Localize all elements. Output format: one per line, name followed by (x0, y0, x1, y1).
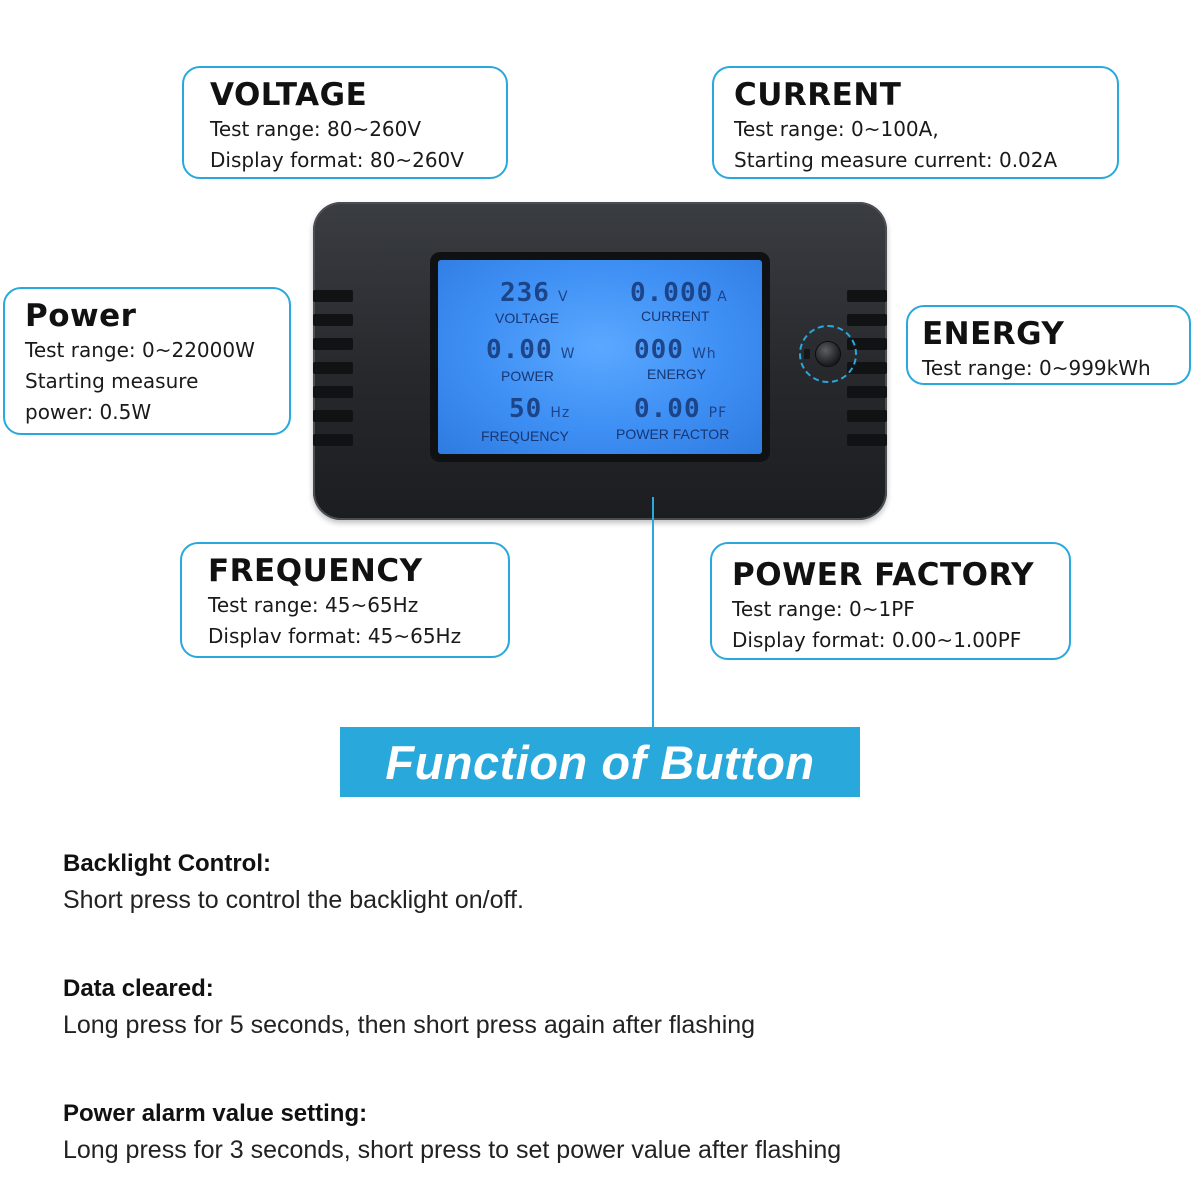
lcd-current-unit: A (717, 289, 728, 305)
function-title: Power alarm value setting: (63, 1100, 368, 1127)
current-callout-line: Test range: 0~100A, (734, 117, 939, 141)
vent-slot (313, 386, 353, 398)
function-item: Data cleared: Long press for 5 seconds, … (63, 975, 755, 1040)
connector-line (652, 497, 654, 727)
vent-slot (313, 338, 353, 350)
indicator-led (804, 349, 810, 359)
current-callout-line: Starting measure current: 0.02A (734, 148, 1058, 172)
power-factor-callout-title: POWER FACTORY (732, 557, 1035, 593)
function-button[interactable] (816, 342, 840, 366)
function-description: Long press for 5 seconds, then short pre… (63, 1011, 756, 1039)
vent-slot (313, 314, 353, 326)
vent-slot (847, 386, 887, 398)
lcd-power-unit: W (560, 346, 576, 362)
function-button-highlight (799, 325, 857, 383)
frequency-callout-title: FREQUENCY (208, 553, 423, 589)
lcd-current-label: CURRENT (641, 308, 710, 324)
function-item: Backlight Control: Short press to contro… (63, 850, 524, 915)
vent-slot (313, 362, 353, 374)
lcd-frequency-unit: Hz (550, 405, 571, 421)
vent-slot (313, 434, 353, 446)
function-item: Power alarm value setting: Long press fo… (63, 1100, 841, 1165)
power-factor-callout-line: Test range: 0~1PF (732, 597, 915, 621)
vent-slot (847, 338, 887, 350)
vent-slot (847, 362, 887, 374)
frequency-callout-line: Test range: 45~65Hz (208, 593, 419, 617)
vent-slot (847, 290, 887, 302)
voltage-callout: VOLTAGE Test range: 80~260V Display form… (182, 66, 508, 179)
power-callout: Power Test range: 0~22000W Starting meas… (3, 287, 291, 435)
vent-slot (313, 290, 353, 302)
vent-slot (847, 410, 887, 422)
power-factor-callout-line: Display format: 0.00~1.00PF (732, 628, 1022, 652)
voltage-callout-line: Display format: 80~260V (210, 148, 464, 172)
energy-callout-title: ENERGY (922, 316, 1065, 352)
lcd-power-factor-label: POWER FACTOR (616, 426, 730, 442)
current-callout: CURRENT Test range: 0~100A, Starting mea… (712, 66, 1119, 179)
frequency-callout: FREQUENCY Test range: 45~65Hz Displav fo… (180, 542, 510, 658)
lcd-power-label: POWER (501, 368, 554, 384)
lcd-energy-label: ENERGY (647, 366, 707, 382)
vent-slot (847, 434, 887, 446)
function-of-button-banner: Function of Button (340, 727, 860, 797)
lcd-voltage-label: VOLTAGE (495, 310, 560, 326)
banner-title: Function of Button (385, 735, 815, 789)
vent-slot (313, 410, 353, 422)
lcd-power-factor-unit: PF (708, 405, 728, 421)
voltage-callout-line: Test range: 80~260V (210, 117, 422, 141)
power-callout-line: Starting measure (25, 369, 199, 393)
current-callout-title: CURRENT (734, 77, 902, 113)
energy-callout: ENERGY Test range: 0~999kWh (906, 305, 1191, 385)
frequency-callout-line: Displav format: 45~65Hz (208, 624, 462, 648)
function-description: Long press for 3 seconds, short press to… (63, 1136, 842, 1164)
function-description: Short press to control the backlight on/… (63, 886, 524, 914)
power-callout-title: Power (25, 298, 137, 334)
power-factor-callout: POWER FACTORY Test range: 0~1PF Display … (710, 542, 1071, 660)
energy-callout-line: Test range: 0~999kWh (922, 356, 1151, 380)
function-title: Backlight Control: (63, 850, 271, 877)
power-callout-line: Test range: 0~22000W (25, 338, 255, 362)
vent-slot (847, 314, 887, 326)
lcd-energy-unit: Wh (691, 346, 717, 362)
lcd-voltage-unit: V (557, 289, 569, 305)
voltage-callout-title: VOLTAGE (210, 77, 368, 113)
function-title: Data cleared: (63, 975, 214, 1002)
power-callout-line: power: 0.5W (25, 400, 152, 424)
lcd-frequency-label: FREQUENCY (481, 428, 569, 444)
